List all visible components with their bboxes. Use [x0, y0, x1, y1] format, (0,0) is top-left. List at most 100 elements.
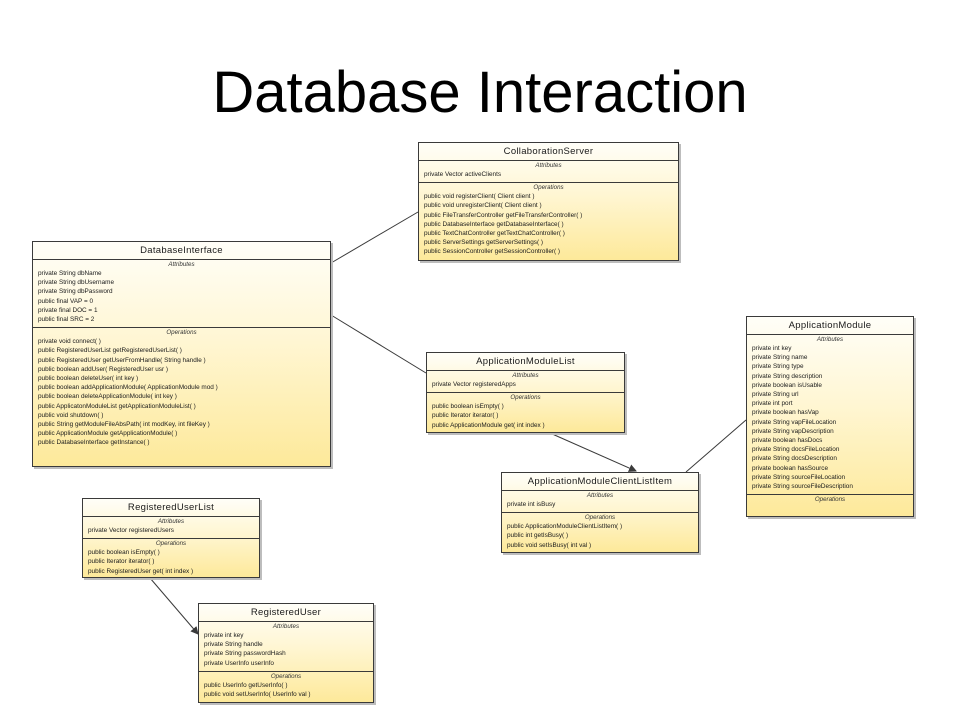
attribute: private String sourceFileLocation: [752, 473, 846, 481]
attribute: public final VAP = 0: [38, 297, 94, 305]
attribute: private Vector registeredApps: [432, 381, 516, 388]
attributes-section: Attributes private int isBusy: [502, 492, 698, 514]
operation: public boolean addApplicationModule( App…: [38, 384, 218, 392]
operations-label: Operations: [584, 514, 616, 522]
attribute: private String dbName: [38, 270, 102, 277]
attribute: private String vapFileLocation: [752, 418, 837, 426]
operations-label: Operations: [533, 184, 564, 192]
attribute: private String docsFileLocation: [752, 446, 840, 454]
operations-label: Operations: [814, 496, 846, 504]
operation: public FileTransferController getFileTra…: [424, 211, 583, 219]
attribute: private String name: [752, 354, 808, 362]
class-registered-user-list: RegisteredUserList Attributes private Ve…: [82, 498, 260, 578]
attribute: private boolean hasVap: [752, 409, 819, 417]
attribute: private String url: [752, 391, 799, 399]
operation: public void setIsBusy( int val ): [507, 541, 592, 549]
attribute: private int key: [204, 632, 244, 639]
attributes-section: Attributes private int key private Strin…: [199, 623, 373, 672]
class-name: ApplicationModule: [747, 317, 913, 335]
attribute: private String passwordHash: [204, 650, 286, 658]
attribute: private String vapDescription: [752, 427, 834, 435]
class-name: CollaborationServer: [419, 143, 678, 161]
attribute: private String docsDescription: [752, 455, 837, 463]
attributes-label: Attributes: [168, 261, 195, 268]
operation: public ServerSettings getServerSettings(…: [424, 239, 543, 247]
assoc-userlist-to-user: [149, 577, 199, 635]
class-name: ApplicationModuleList: [427, 353, 624, 371]
attributes-section: Attributes private int key private Strin…: [747, 336, 913, 496]
operation: public boolean isEmpty( ): [88, 549, 160, 557]
operation: public void shutdown( ): [38, 411, 104, 419]
operations-section: Operations public void registerClient( C…: [419, 184, 678, 259]
attribute: private String handle: [204, 641, 263, 649]
attributes-label: Attributes: [272, 623, 300, 630]
operations-section: Operations private void connect( ) publi…: [33, 329, 330, 450]
operation: public boolean deleteUser( int key ): [38, 375, 139, 383]
attribute: private String sourceFileDescription: [752, 483, 853, 491]
operations-section: Operations public boolean isEmpty( ) pub…: [427, 394, 624, 433]
attributes-label: Attributes: [157, 518, 185, 525]
attributes-section: Attributes private Vector registeredUser…: [83, 518, 259, 540]
assoc-appmodulelist-to-clientitem: [549, 432, 637, 472]
attribute: private int port: [752, 400, 793, 408]
operation: public Iterator iterator( ): [88, 558, 155, 566]
class-name: DatabaseInterface: [33, 242, 330, 260]
attributes-section: Attributes private Vector activeClients: [419, 162, 678, 184]
attribute: private String dbUsername: [38, 279, 115, 287]
assoc-module-to-clientitem: [685, 419, 747, 473]
attributes-label: Attributes: [816, 336, 844, 343]
attribute: private String type: [752, 363, 804, 371]
attribute: private boolean isUsable: [752, 381, 822, 389]
operation: public String getModuleFileAbsPath( int …: [38, 421, 210, 429]
class-name: ApplicationModuleClientListItem: [502, 473, 698, 491]
operation: public void registerClient( Client clien…: [424, 193, 535, 201]
operations-section: Operations public boolean isEmpty( ) pub…: [83, 540, 259, 579]
operation: public ApplicationModuleClientListItem( …: [507, 523, 623, 531]
operation: public TextChatController getTextChatCon…: [424, 230, 565, 238]
operation: public SessionController getSessionContr…: [424, 248, 561, 256]
class-application-module: ApplicationModule Attributes private int…: [746, 316, 914, 517]
attribute: private String dbPassword: [38, 288, 113, 296]
operation: public DatabaseInterface getInstance( ): [38, 439, 150, 447]
attributes-label: Attributes: [535, 162, 562, 169]
operations-label: Operations: [155, 540, 187, 548]
operation: public int getIsBusy( ): [507, 532, 569, 540]
attribute: private boolean hasDocs: [752, 437, 823, 445]
class-name: RegisteredUserList: [83, 499, 259, 517]
attribute: private int key: [752, 345, 792, 352]
operations-section: Operations public UserInfo getUserInfo( …: [199, 673, 373, 702]
operation: public ApplicationModule get( int index …: [432, 421, 545, 429]
operations-label: Operations: [510, 394, 541, 402]
operation: public void setUserInfo( UserInfo val ): [204, 691, 311, 699]
operation: private void connect( ): [38, 338, 101, 346]
operation: public boolean isEmpty( ): [432, 403, 504, 411]
operation: public UserInfo getUserInfo( ): [204, 681, 288, 689]
operation: public ApplicationModule getApplicationM…: [38, 430, 178, 438]
class-database-interface: DatabaseInterface Attributes private Str…: [32, 241, 331, 467]
operations-label: Operations: [270, 672, 302, 680]
attribute: private UserInfo userInfo: [204, 659, 274, 667]
attribute: private final DOC = 1: [38, 306, 98, 314]
assoc-db-to-server: [330, 211, 419, 264]
class-application-module-list: ApplicationModuleList Attributes private…: [426, 352, 625, 433]
class-name: RegisteredUser: [199, 604, 373, 622]
slide-title: Database Interaction: [212, 60, 748, 125]
attributes-label: Attributes: [512, 372, 539, 379]
class-collaboration-server: CollaborationServer Attributes private V…: [418, 142, 679, 261]
operations-section: Operations: [747, 496, 913, 507]
operation: public void unregisterClient( Client cli…: [424, 202, 542, 210]
operations-label: Operations: [166, 329, 197, 337]
attribute: public final SRC = 2: [38, 316, 95, 324]
attribute: private boolean hasSource: [752, 464, 829, 472]
operation: public RegisteredUser get( int index ): [88, 567, 194, 575]
attributes-section: Attributes private String dbName private…: [33, 261, 330, 329]
assoc-db-to-appmodulelist: [330, 314, 427, 374]
operation: public boolean deleteApplicationModule( …: [38, 393, 177, 401]
attribute: private int isBusy: [507, 501, 556, 508]
operation: public RegisteredUserList getRegisteredU…: [38, 347, 182, 355]
attributes-label: Attributes: [586, 492, 614, 499]
operation: public ApplicatonModuleList getApplicati…: [38, 402, 196, 410]
operation: public boolean addUser( RegisteredUser u…: [38, 365, 169, 373]
class-application-module-client-list-item: ApplicationModuleClientListItem Attribut…: [501, 472, 699, 553]
operation: public DatabaseInterface getDatabaseInte…: [424, 220, 564, 228]
